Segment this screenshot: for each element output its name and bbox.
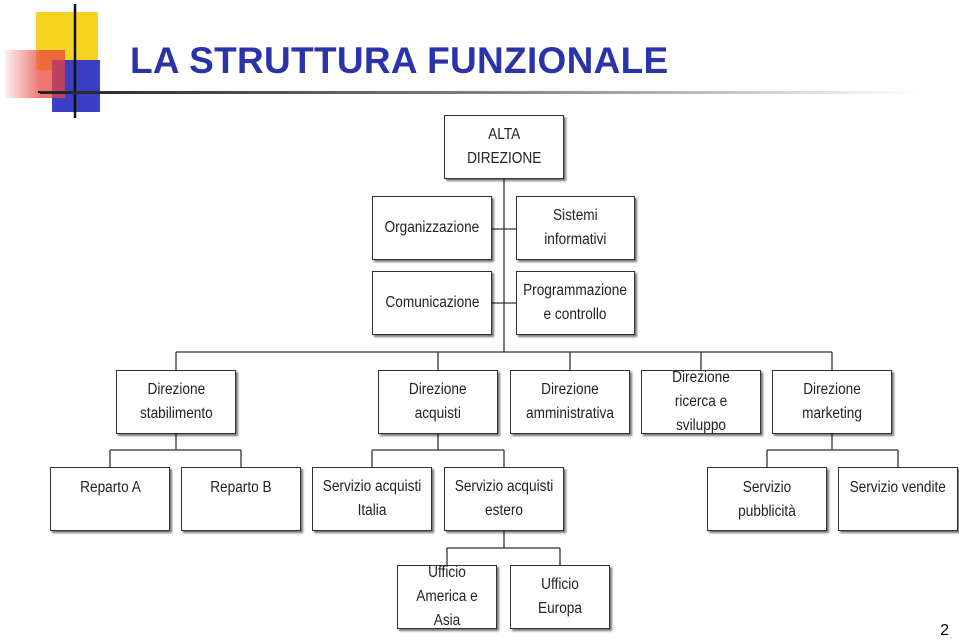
box-label: ALTA DIREZIONE	[466, 126, 542, 167]
box-programmazione-controllo: Programmazione e controllo	[516, 271, 635, 335]
box-sistemi-informativi: Sistemi informativi	[516, 196, 635, 260]
box-comunicazione: Comunicazione	[372, 271, 492, 335]
page-number: 2	[940, 622, 949, 639]
box-direzione-amministrativa: Direzione amministrativa	[510, 370, 630, 434]
box-label: Programmazione e controllo	[523, 282, 628, 323]
box-direzione-ricerca-sviluppo: Direzione ricerca e sviluppo	[641, 369, 761, 434]
box-organizzazione: Organizzazione	[372, 196, 492, 260]
box-label: Servizio acquisti Italia	[322, 478, 422, 519]
box-label: Servizio pubblicità	[738, 479, 796, 520]
box-label: Reparto A	[79, 479, 141, 496]
box-ufficio-europa: Ufficio Europa	[510, 565, 610, 629]
box-label: Organizzazione	[384, 219, 480, 236]
box-direzione-marketing: Direzione marketing	[772, 370, 892, 434]
box-reparto-b: Reparto B	[181, 467, 301, 531]
box-ufficio-america-asia: Ufficio America e Asia	[397, 564, 497, 629]
box-direzione-stabilimento: Direzione stabilimento	[116, 370, 236, 434]
box-alta-direzione: ALTA DIREZIONE	[444, 115, 564, 179]
box-servizio-acquisti-estero: Servizio acquisti estero	[444, 467, 564, 531]
box-label: Comunicazione	[384, 294, 480, 311]
box-label: Direzione amministrativa	[526, 381, 614, 422]
box-label: Direzione stabilimento	[139, 381, 213, 422]
box-direzione-acquisti: Direzione acquisti	[378, 370, 498, 434]
box-label: Direzione ricerca e sviluppo	[672, 369, 730, 434]
box-label: Ufficio America e Asia	[416, 564, 478, 629]
box-label: Direzione marketing	[802, 381, 862, 422]
box-reparto-a: Reparto A	[50, 467, 170, 531]
box-label: Ufficio Europa	[537, 576, 582, 617]
box-label: Servizio vendite	[849, 479, 947, 496]
box-label: Sistemi informativi	[544, 207, 607, 248]
box-servizio-vendite: Servizio vendite	[838, 467, 958, 531]
title-divider	[40, 91, 920, 94]
box-label: Servizio acquisti estero	[454, 478, 554, 519]
box-servizio-acquisti-italia: Servizio acquisti Italia	[312, 467, 432, 531]
box-label: Direzione acquisti	[409, 381, 467, 422]
box-label: Reparto B	[210, 479, 272, 496]
box-servizio-pubblicita: Servizio pubblicità	[707, 467, 827, 531]
slide-title: LA STRUTTURA FUNZIONALE	[130, 40, 669, 81]
